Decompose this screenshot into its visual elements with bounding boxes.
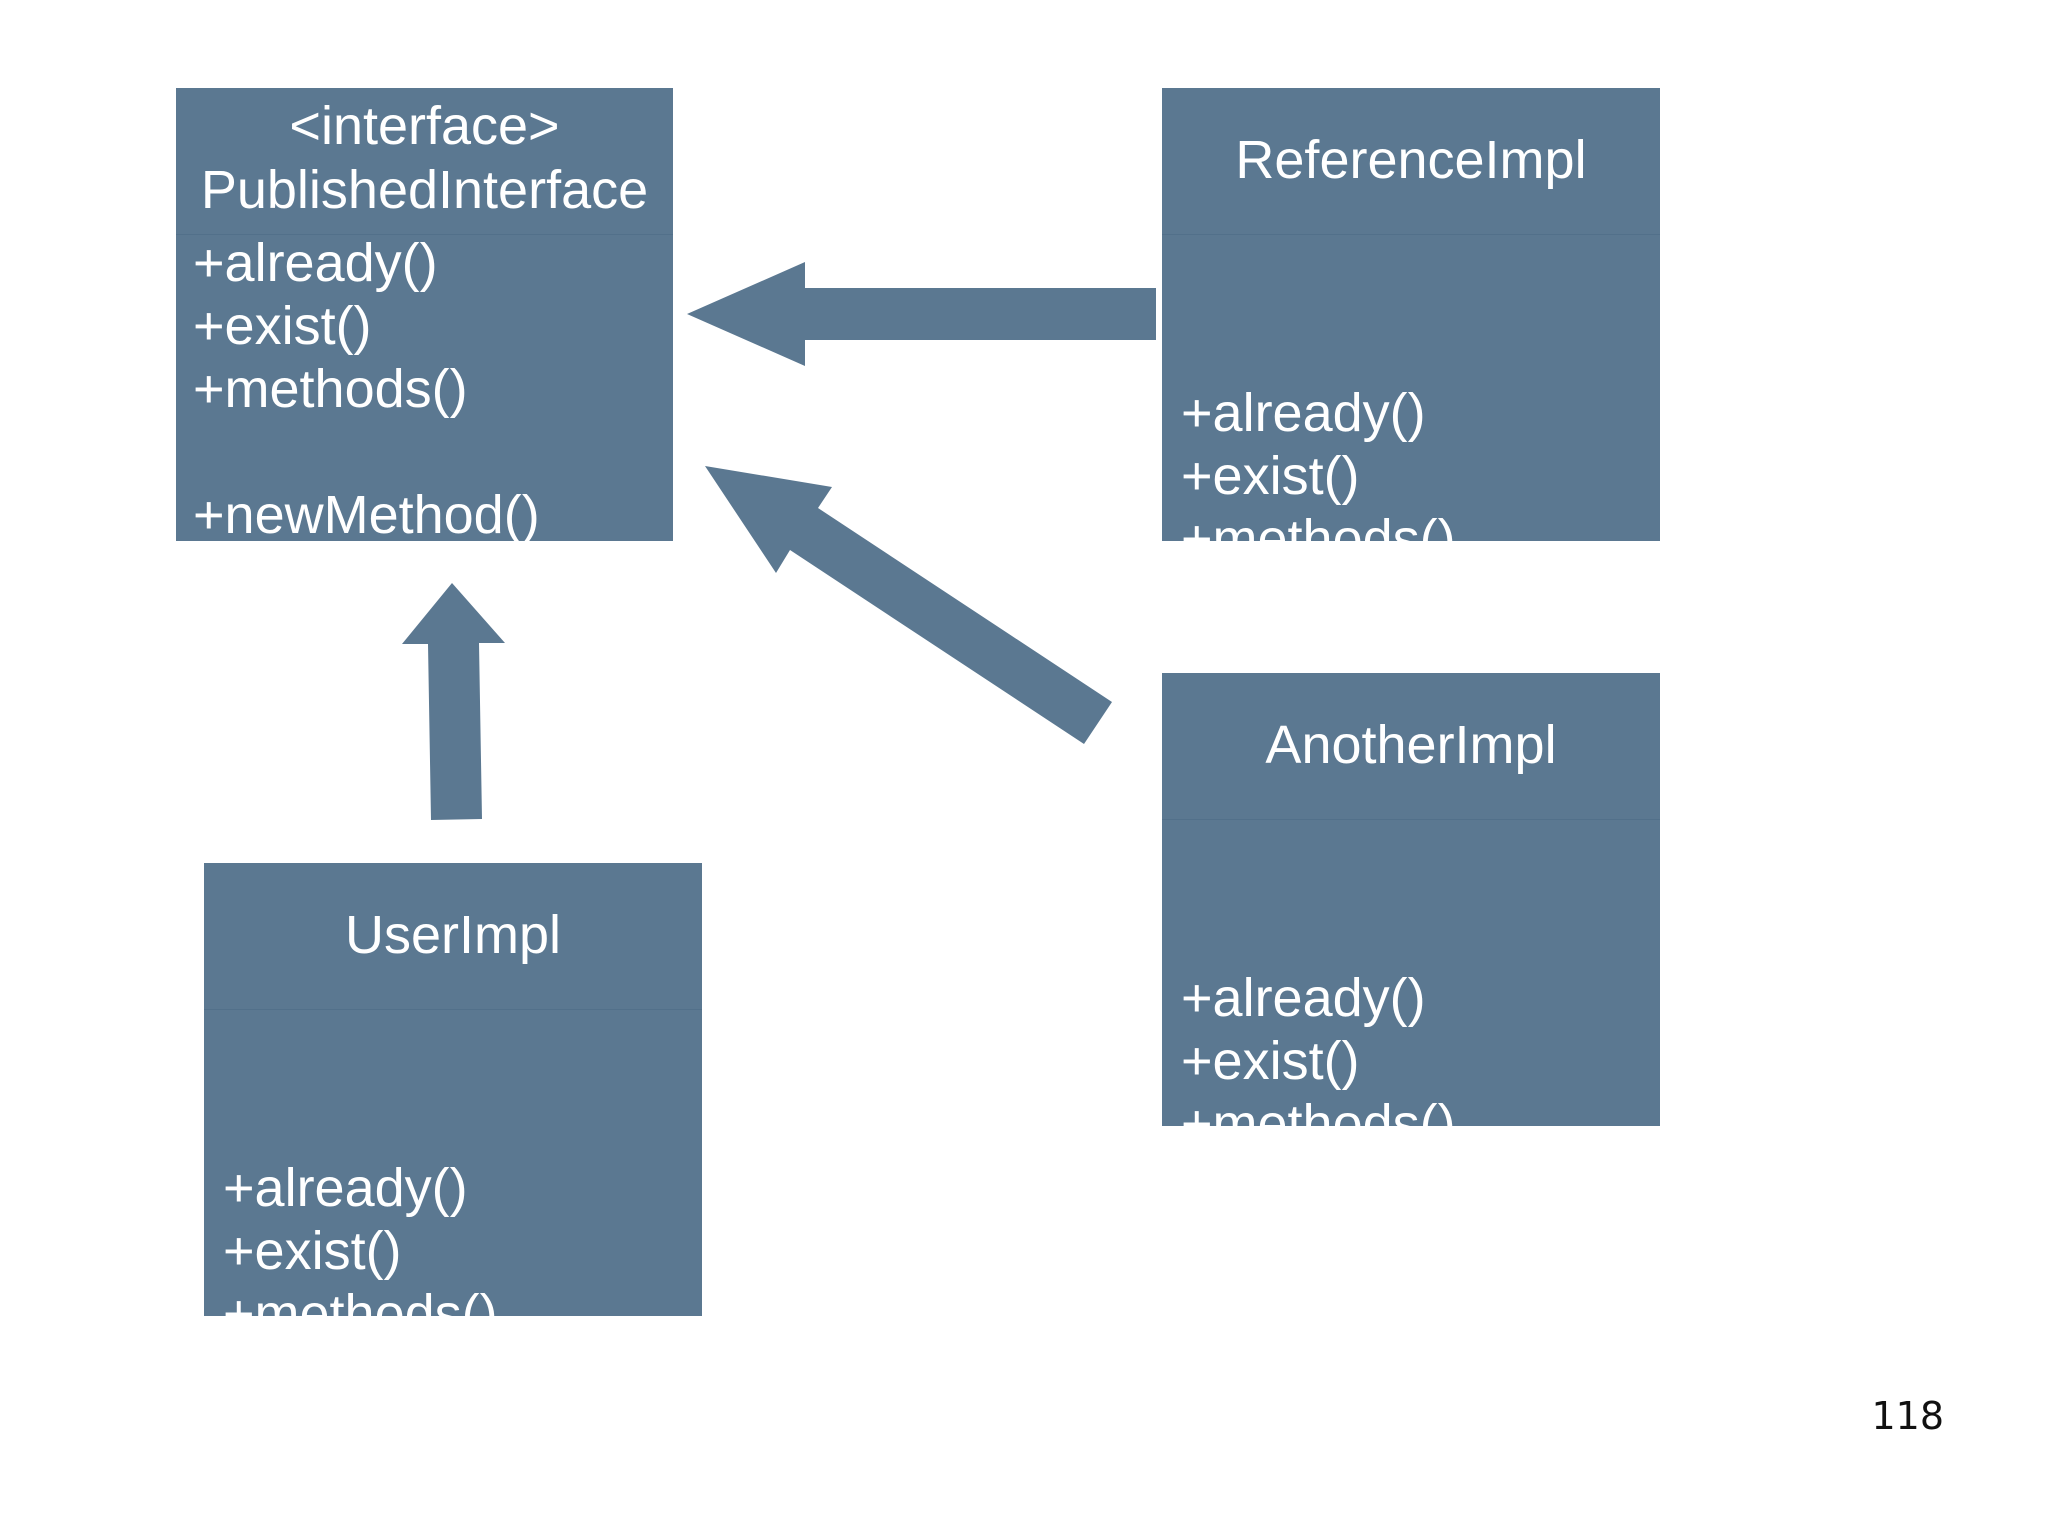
method-item: +exist() — [223, 1221, 402, 1281]
method-item: +exist() — [1181, 1031, 1360, 1091]
method-item: +already() — [193, 233, 438, 293]
arrow-userimpl-to-interface — [402, 583, 505, 820]
class-box-methods: +already() +exist() +methods() — [1162, 967, 1660, 1156]
class-box-userimpl: UserImpl +already() +exist() +methods() — [204, 863, 702, 1344]
interface-box-header: <interface> PublishedInterface — [176, 88, 673, 235]
method-item: +methods() — [1181, 509, 1456, 569]
class-box-header: UserImpl — [204, 863, 702, 1010]
class-box-header: ReferenceImpl — [1162, 88, 1660, 235]
interface-box-methods: +already() +exist() +methods() +newMetho… — [176, 232, 673, 547]
class-box-methods: +already() +exist() +methods() — [204, 1157, 702, 1346]
method-item: +already() — [1181, 383, 1426, 443]
method-item: +methods() — [223, 1284, 498, 1344]
method-item: +exist() — [193, 296, 372, 356]
class-box-referenceimpl: ReferenceImpl +already() +exist() +metho… — [1162, 88, 1660, 569]
method-item: +methods() — [1181, 1094, 1456, 1154]
interface-name: PublishedInterface — [200, 160, 649, 220]
page-number: 118 — [1871, 1394, 1944, 1438]
arrow-referenceimpl-to-interface — [687, 262, 1156, 366]
class-box-anotherimpl: AnotherImpl +already() +exist() +methods… — [1162, 673, 1660, 1154]
arrow-anotherimpl-to-interface — [705, 466, 1112, 744]
method-item: +already() — [1181, 968, 1426, 1028]
class-box-methods: +already() +exist() +methods() — [1162, 382, 1660, 571]
method-item: +already() — [223, 1158, 468, 1218]
interface-box-publishedinterface: <interface> PublishedInterface +already(… — [176, 88, 673, 545]
method-item: +methods() — [193, 359, 468, 419]
class-name: UserImpl — [344, 905, 562, 965]
class-name: ReferenceImpl — [1235, 130, 1587, 190]
method-item-newmethod: +newMethod() — [193, 485, 540, 545]
interface-stereotype: <interface> — [289, 96, 560, 156]
method-item: +exist() — [1181, 446, 1360, 506]
class-box-header: AnotherImpl — [1162, 673, 1660, 820]
method-spacer — [193, 421, 673, 484]
class-name: AnotherImpl — [1265, 715, 1557, 775]
